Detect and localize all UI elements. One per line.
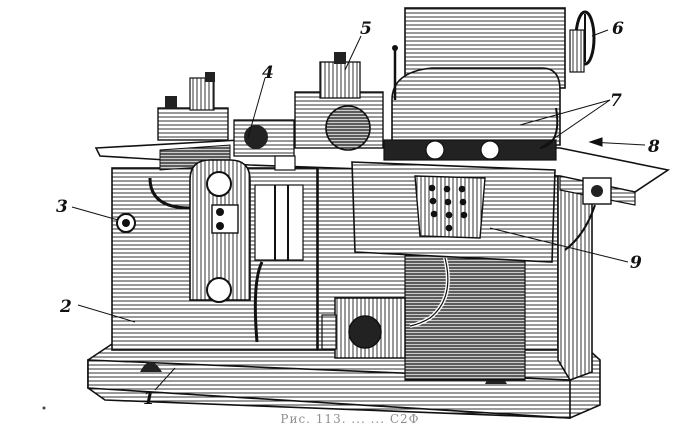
pipes bbox=[116, 45, 596, 251]
handwheel bbox=[569, 10, 596, 73]
callout-9: 9 bbox=[630, 253, 642, 273]
leader-lines bbox=[71, 29, 646, 391]
tool-heads bbox=[157, 52, 384, 171]
callout-4: 4 bbox=[262, 63, 274, 83]
control-panel bbox=[351, 161, 556, 263]
speck bbox=[42, 406, 46, 410]
lower-motor bbox=[321, 297, 406, 359]
callout-3: 3 bbox=[56, 197, 68, 217]
callout-labels: 1 2 3 4 5 6 7 8 9 bbox=[56, 19, 660, 409]
figure-caption: Рис. 113. ... ... С2Ф bbox=[280, 412, 420, 426]
callout-6: 6 bbox=[612, 19, 624, 39]
callout-2: 2 bbox=[59, 297, 72, 317]
callout-5: 5 bbox=[360, 19, 372, 39]
callout-8: 8 bbox=[647, 137, 660, 157]
callout-1: 1 bbox=[143, 389, 155, 409]
belt-drive bbox=[189, 155, 304, 343]
callout-7: 7 bbox=[610, 91, 622, 111]
motor-housing bbox=[383, 7, 566, 161]
